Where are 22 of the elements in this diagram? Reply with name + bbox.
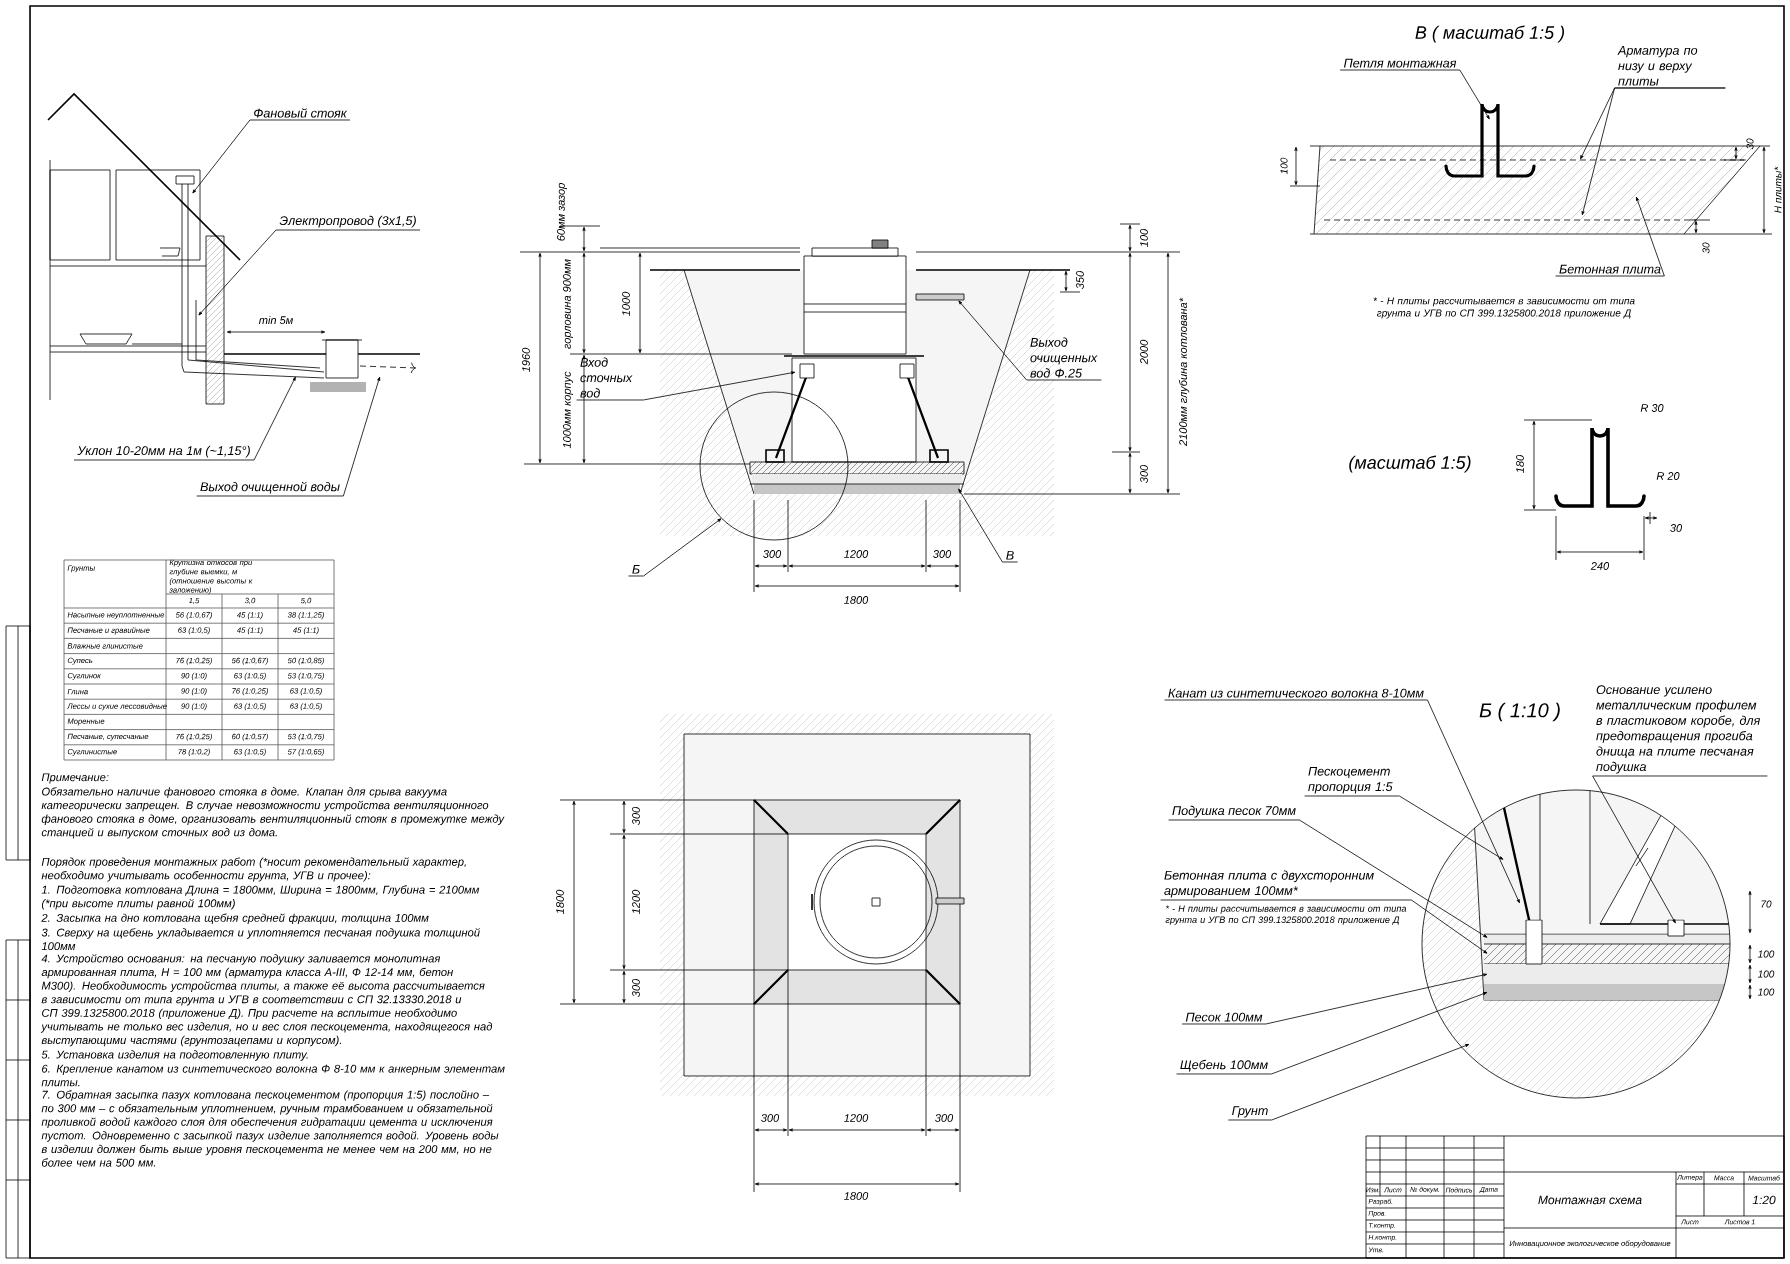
leader-line: [1592, 775, 1768, 924]
leader-line: [1160, 899, 1488, 954]
leader-line: [958, 300, 1102, 381]
leader-line: [196, 376, 381, 497]
leader-line: [1581, 87, 1726, 216]
view-title: Б ( 1:10 ): [1479, 702, 1560, 722]
leader-line: [198, 229, 421, 316]
view-title: (масштаб 1:5): [1349, 455, 1471, 473]
leader-line: [1339, 69, 1490, 120]
leader-line: [1555, 196, 1665, 277]
leader-line: [576, 371, 796, 401]
leader-line: [1176, 992, 1488, 1075]
leader-line: [1304, 795, 1504, 860]
leader-line: [1227, 1044, 1470, 1121]
leader-line: [73, 376, 296, 461]
leader-line: [1164, 699, 1520, 904]
leader-line: [958, 488, 1018, 563]
leader-line: [628, 518, 722, 577]
leader-line: [192, 119, 351, 194]
view-title: В ( масштаб 1:5 ): [1415, 25, 1565, 43]
leader-line: [1181, 973, 1488, 1025]
leader-line: [1168, 819, 1488, 938]
